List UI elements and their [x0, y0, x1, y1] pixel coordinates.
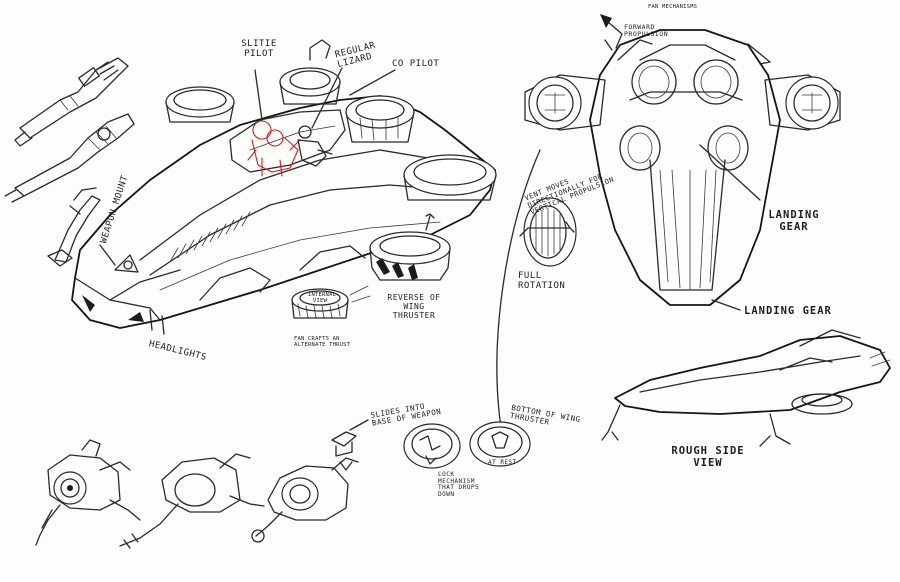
main-ship-three-quarter-view [71, 39, 497, 329]
top-fan-pod-left [165, 86, 235, 123]
vent-rotation-detail [519, 197, 577, 267]
label-top-note: Fan Mechanisms [648, 4, 698, 10]
top-fan-pod-right [345, 95, 415, 143]
label-co-pilot: Co Pilot [392, 59, 440, 69]
slitie-pilot-figure-red [247, 120, 301, 177]
wing-fan-right [403, 154, 497, 201]
weapon-mount-arm-sketch [47, 187, 101, 267]
label-at-rest: At rest [488, 459, 517, 466]
top-view-side-wing-fans [524, 74, 841, 131]
label-fan-crafts-note: Fan crafts an alternate thrust [294, 336, 351, 349]
top-view-fan-pods [619, 59, 749, 171]
wing-thruster-reverse [369, 213, 451, 281]
weapon-sketch-rifle [4, 113, 135, 203]
engine-pod-sketch-3 [251, 457, 359, 543]
wing-thruster-internal [291, 285, 371, 319]
co-pilot-figure [297, 125, 333, 167]
lock-mechanism-sketch [331, 419, 369, 471]
label-reverse-wing-thruster: Reverse of Wing Thruster [387, 293, 441, 320]
label-internal-view: Internal View [308, 292, 337, 305]
top-fan-pod-center [279, 39, 341, 105]
label-slitie-pilot: Slitie Pilot [241, 39, 277, 59]
ship-rough-side-view [601, 329, 891, 447]
label-landing-gear-side: Landing Gear [768, 209, 820, 233]
bottom-wing-thruster-lock [403, 423, 461, 469]
bottom-wing-thruster-at-rest [469, 421, 531, 467]
hull-vent-slats [169, 211, 251, 263]
label-landing-gear-bottom: Landing Gear [744, 305, 832, 317]
engine-pod-sketch-2 [119, 453, 265, 549]
engine-pod-sketch-1 [35, 439, 141, 546]
label-full-rotation: Full Rotation [518, 271, 566, 291]
label-rough-side-view: Rough Side View [671, 445, 745, 469]
label-lock-mechanism: Lock mechanism that drops down [438, 471, 480, 498]
weapon-sketch-cannon [14, 57, 129, 147]
label-forward-propulsion: Forward Propulsion [624, 23, 669, 39]
ship-top-down-view [524, 14, 841, 311]
